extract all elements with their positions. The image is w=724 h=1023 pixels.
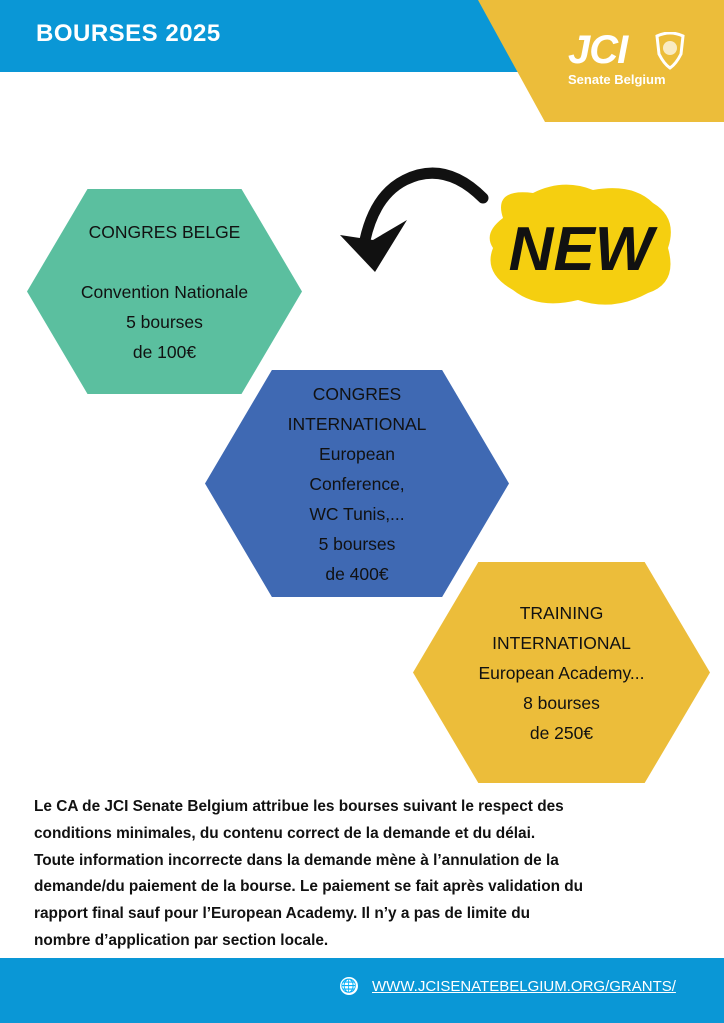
hexagon-line: de 400€ [325,563,389,584]
grants-link[interactable]: WWW.JCISENATEBELGIUM.ORG/GRANTS/ [372,978,676,995]
hexagon-congres-international: CONGRES INTERNATIONAL European Conferenc… [205,370,509,597]
svg-text:NEW: NEW [509,215,658,284]
paragraph-line: Toute information incorrecte dans la dem… [34,851,559,869]
paragraph-line: rapport final sauf pour l’European Acade… [34,905,531,923]
paragraph-line: demande/du paiement de la bourse. Le pai… [34,878,584,896]
hexagon-line: de 100€ [132,341,197,362]
page-title: BOURSES 2025 [36,20,221,47]
hexagon-line: European Academy... [478,662,645,683]
hexagon-line: 8 bourses [523,692,600,713]
curved-arrow-icon [340,167,489,272]
header-bar [0,0,540,72]
hexagon-line: 5 bourses [318,533,396,554]
hexagon-heading: INTERNATIONAL [287,413,427,434]
paragraph-line: Le CA de JCI Senate Belgium attribue les… [34,798,564,815]
hexagon-congres-belge: CONGRES BELGE Convention Nationale 5 bou… [27,189,302,394]
footer-bar: 🌐 WWW.JCISENATEBELGIUM.ORG/GRANTS/ [0,958,724,1023]
globe-icon: 🌐 [340,977,358,995]
hexagon-heading: CONGRES [312,383,402,404]
paragraph-line: nombre d’application par section locale. [34,931,329,949]
shield-icon [655,32,685,70]
hexagon-line: 5 bourses [126,311,203,332]
paragraph-line: conditions minimales, du contenu correct… [34,824,536,842]
conditions-paragraph: Le CA de JCI Senate Belgium attribue les… [34,794,714,955]
jci-logo: JCI Senate Belgium [568,28,666,87]
hexagon-line: European [319,443,395,464]
hexagon-heading: TRAINING [519,602,604,623]
hexagon-line: WC Tunis,... [309,503,405,524]
new-badge: NEW [489,184,671,305]
hexagon-line: Convention Nationale [80,281,249,302]
hexagon-heading: CONGRES BELGE [88,221,241,242]
hexagon-line: Conference, [309,473,405,494]
hexagon-heading: INTERNATIONAL [492,632,631,653]
hexagon-line: de 250€ [529,722,594,743]
hexagon-training-international: TRAINING INTERNATIONAL European Academy.… [413,562,710,783]
